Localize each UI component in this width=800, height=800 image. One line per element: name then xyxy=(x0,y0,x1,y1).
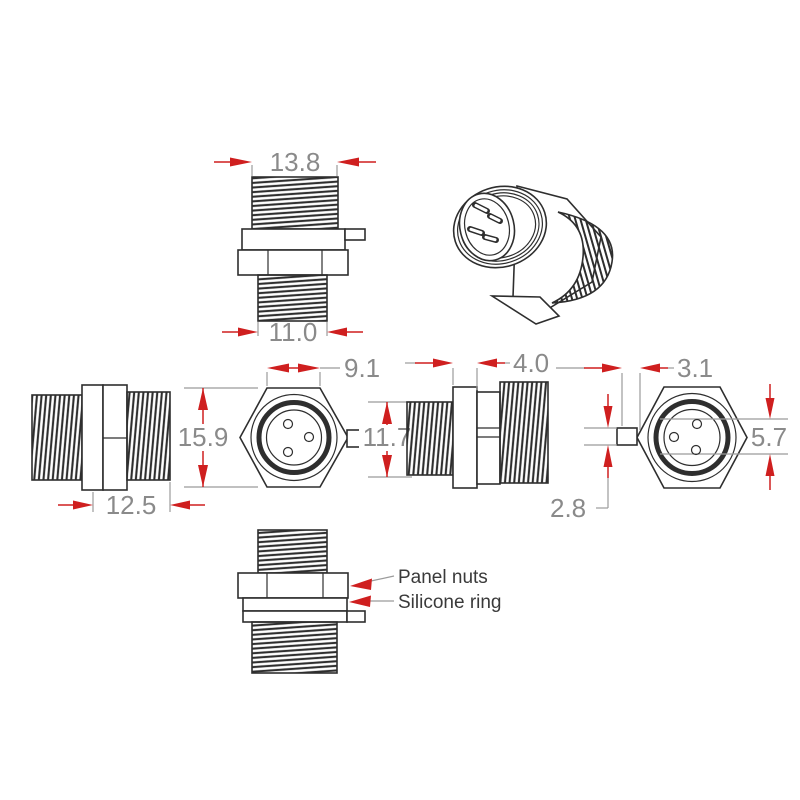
view-side-left xyxy=(31,384,171,491)
arrowhead xyxy=(433,358,453,368)
arrowhead xyxy=(267,363,289,373)
arrowhead xyxy=(603,406,613,428)
pin-face xyxy=(265,409,323,466)
dim-text-4-0: 4.0 xyxy=(513,348,549,378)
view-bottom-section xyxy=(237,529,366,674)
bracket-3d xyxy=(489,295,561,325)
arrowhead xyxy=(327,327,347,337)
rear-thread-hatch xyxy=(257,274,328,322)
outer-circle xyxy=(250,393,338,482)
arrowhead xyxy=(337,157,359,167)
arrowhead xyxy=(298,363,320,373)
view-vertical-section xyxy=(237,176,366,322)
pin xyxy=(690,444,702,456)
arrowhead xyxy=(640,363,660,373)
dim-tab-width: 2.8 xyxy=(550,394,617,523)
arrowhead xyxy=(170,500,190,510)
flange-plate xyxy=(452,386,478,489)
label-panel-nuts: Panel nuts xyxy=(398,567,488,588)
dim-tab-length: 3.1 xyxy=(556,353,713,430)
pin-face xyxy=(663,408,721,467)
dim-nut-thickness: 4.0 xyxy=(405,348,549,390)
thread-hatch xyxy=(126,391,171,481)
arrowhead xyxy=(602,363,622,373)
thread-hatch xyxy=(251,621,338,674)
panel-nut xyxy=(237,572,349,599)
pin xyxy=(282,418,294,430)
nut-plate xyxy=(476,391,501,485)
label-silicone-ring: Silicone ring xyxy=(398,592,502,613)
arrowhead xyxy=(238,327,258,337)
arrowhead xyxy=(198,388,208,410)
view-front-center xyxy=(239,387,365,488)
arrowhead xyxy=(73,500,93,510)
key-tab xyxy=(616,427,638,446)
pins-3d xyxy=(467,202,503,243)
dim-rear-thread-od: 11.0 xyxy=(222,317,363,347)
thread-hatch xyxy=(406,401,454,476)
arrowhead xyxy=(382,455,392,477)
view-side-right xyxy=(406,381,549,489)
arrowhead xyxy=(765,398,775,419)
pin xyxy=(282,446,294,458)
thread-hatch xyxy=(499,381,549,484)
flange-step xyxy=(344,228,366,241)
thread-ring xyxy=(653,399,731,476)
dim-face-width: 9.1 xyxy=(266,353,380,386)
thread-hatch xyxy=(31,394,83,481)
flange-plate xyxy=(241,228,346,251)
thread-ring xyxy=(256,400,332,475)
callout-silicone-ring: Silicone ring xyxy=(349,592,502,613)
view-front-right xyxy=(616,386,788,489)
rear-thread-3d xyxy=(551,211,614,304)
arrowhead xyxy=(230,157,252,167)
face-recess-3d xyxy=(458,192,516,262)
pin xyxy=(691,418,703,430)
dim-hex-height: 15.9 xyxy=(174,387,258,488)
dim-pin-span: 5.7 xyxy=(751,384,787,490)
silicone-ring xyxy=(242,597,348,612)
pin xyxy=(303,431,315,443)
view-3d-perspective xyxy=(452,184,614,325)
arrowhead xyxy=(198,465,208,487)
front-thread-hatch xyxy=(251,176,339,230)
dim-text-5-7: 5.7 xyxy=(751,422,787,452)
dim-text-15-9: 15.9 xyxy=(178,422,229,452)
dim-front-thread-od: 13.8 xyxy=(214,147,376,177)
pin xyxy=(668,431,680,443)
arrowhead xyxy=(349,595,371,607)
dim-text-2-8: 2.8 xyxy=(550,493,586,523)
arrowhead xyxy=(765,454,775,476)
hex-nut-section xyxy=(237,249,349,276)
dim-body-length: 12.5 xyxy=(58,482,205,520)
arrowhead xyxy=(603,445,613,467)
dim-text-9-1: 9.1 xyxy=(344,353,380,383)
dim-text-13-8: 13.8 xyxy=(270,147,321,177)
arrowhead xyxy=(477,358,497,368)
thread-hatch xyxy=(257,529,328,574)
flange-plate xyxy=(81,384,104,491)
arrowhead xyxy=(382,402,392,424)
outer-circle xyxy=(647,392,737,483)
dim-text-3-1: 3.1 xyxy=(677,353,713,383)
washer-step xyxy=(346,610,366,623)
dim-text-11-7: 11.7 xyxy=(363,422,412,452)
dim-text-11-0: 11.0 xyxy=(269,317,318,347)
dim-text-12-5: 12.5 xyxy=(106,490,157,520)
callout-panel-nuts: Panel nuts xyxy=(350,567,488,590)
washer-plate xyxy=(242,610,348,623)
arrowhead xyxy=(350,578,372,590)
